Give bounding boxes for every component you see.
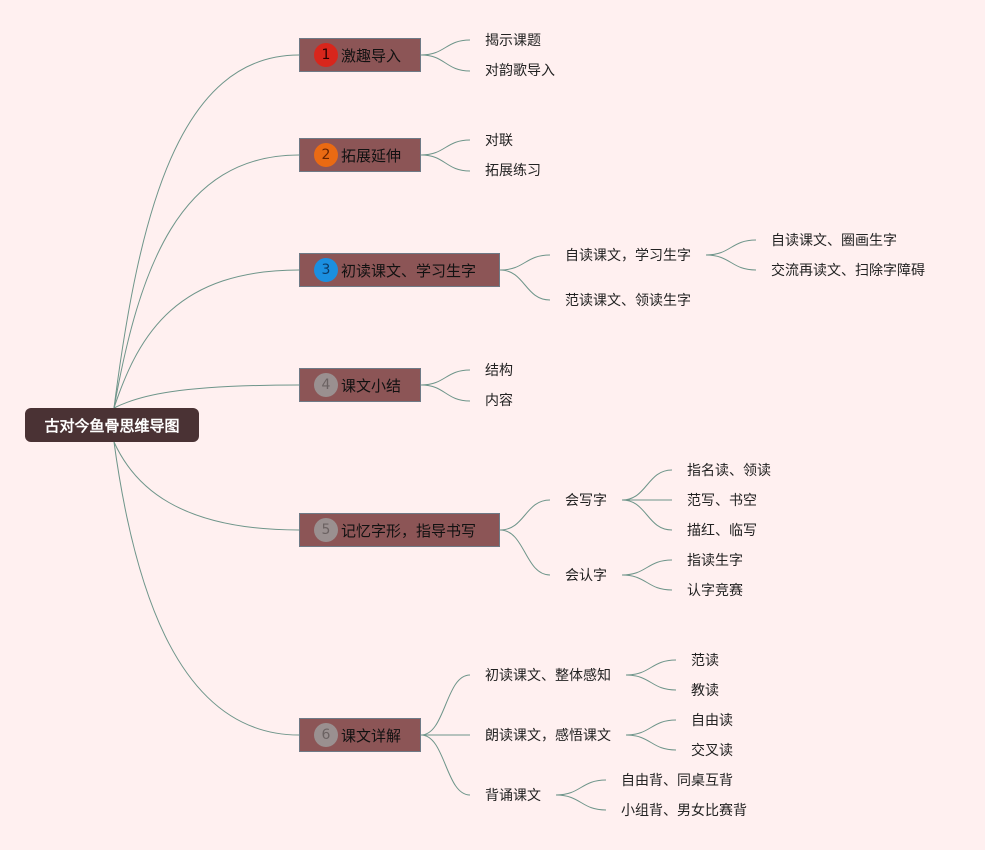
topic-2-child-2[interactable]: 拓展练习 [485, 163, 541, 179]
link-t3-c1-s2 [705, 254, 757, 271]
link-t5-c2-s1 [621, 559, 673, 576]
number-3-icon: 3 [314, 258, 338, 282]
link-t1-c1 [420, 39, 471, 56]
topic-5-child-1-sub-2[interactable]: 范写、书空 [687, 493, 757, 509]
topic-1-child-2[interactable]: 对韵歌导入 [485, 63, 555, 79]
link-root-topic-3 [113, 269, 300, 409]
topic-6-child-3[interactable]: 背诵课文 [485, 788, 541, 804]
link-t6-c2-s2 [625, 734, 677, 751]
link-t4-c2 [420, 384, 471, 402]
topic-6-child-2[interactable]: 朗读课文，感悟课文 [485, 728, 611, 744]
topic-1[interactable]: 1 激趣导入 [299, 38, 421, 72]
topic-5-child-1-sub-1[interactable]: 指名读、领读 [687, 463, 771, 479]
topic-4-child-1[interactable]: 结构 [485, 363, 513, 379]
link-t4-c1 [420, 369, 471, 386]
topic-4-child-2[interactable]: 内容 [485, 393, 513, 409]
topic-5-child-1[interactable]: 会写字 [565, 493, 607, 509]
link-root-topic-5 [113, 441, 300, 531]
link-t6-c3-s2 [555, 794, 607, 811]
central-topic-label: 古对今鱼骨思维导图 [44, 416, 180, 435]
link-t2-c2 [420, 154, 471, 172]
topic-6-child-1-sub-2[interactable]: 教读 [691, 683, 719, 699]
topic-6-child-1[interactable]: 初读课文、整体感知 [485, 668, 611, 684]
topic-6-child-3-sub-1[interactable]: 自由背、同桌互背 [621, 773, 733, 789]
topic-3-child-1-sub-1[interactable]: 自读课文、圈画生字 [771, 233, 897, 249]
link-t5-c1-s1 [621, 469, 673, 501]
central-topic[interactable]: 古对今鱼骨思维导图 [25, 408, 199, 442]
topic-2[interactable]: 2 拓展延伸 [299, 138, 421, 172]
link-t5-c2-s2 [621, 574, 673, 591]
topic-1-label: 激趣导入 [341, 46, 402, 65]
number-4-icon: 4 [314, 373, 338, 397]
link-t5-c1-s3 [621, 499, 673, 531]
number-2-icon: 2 [314, 143, 338, 167]
link-t6-c1-s2 [625, 674, 677, 691]
topic-2-label: 拓展延伸 [341, 146, 402, 165]
number-6-icon: 6 [314, 723, 338, 747]
topic-6-child-2-sub-2[interactable]: 交叉读 [691, 743, 733, 759]
topic-3-child-1[interactable]: 自读课文，学习生字 [565, 248, 691, 264]
link-t5-c1 [499, 499, 551, 531]
topic-4-label: 课文小结 [341, 376, 402, 395]
topic-5-child-2-sub-2[interactable]: 认字竞赛 [687, 583, 743, 599]
link-root-topic-1 [113, 54, 300, 409]
topic-3-child-2[interactable]: 范读课文、领读生字 [565, 293, 691, 309]
topic-4[interactable]: 4 课文小结 [299, 368, 421, 402]
topic-6-child-2-sub-1[interactable]: 自由读 [691, 713, 733, 729]
link-t2-c1 [420, 139, 471, 156]
link-t6-c1-s1 [625, 659, 677, 676]
topic-6-label: 课文详解 [341, 726, 402, 745]
topic-5-child-2[interactable]: 会认字 [565, 568, 607, 584]
link-t5-c2 [499, 529, 551, 576]
link-t3-c1-s1 [705, 239, 757, 256]
number-5-icon: 5 [314, 518, 338, 542]
topic-6[interactable]: 6 课文详解 [299, 718, 421, 752]
topic-5-child-2-sub-1[interactable]: 指读生字 [687, 553, 743, 569]
link-root-topic-6 [113, 441, 300, 736]
link-t3-c1 [499, 254, 551, 271]
link-t6-c2-s1 [625, 719, 677, 736]
topic-1-child-1[interactable]: 揭示课题 [485, 33, 541, 49]
topic-2-child-1[interactable]: 对联 [485, 133, 513, 149]
number-1-icon: 1 [314, 43, 338, 67]
link-root-topic-4 [113, 384, 300, 409]
link-t6-c1 [420, 674, 471, 736]
topic-3-label: 初读课文、学习生字 [341, 261, 477, 280]
topic-6-child-3-sub-2[interactable]: 小组背、男女比赛背 [621, 803, 747, 819]
topic-5-child-1-sub-3[interactable]: 描红、临写 [687, 523, 757, 539]
topic-3-child-1-sub-2[interactable]: 交流再读文、扫除字障碍 [771, 263, 925, 279]
link-root-topic-2 [113, 154, 300, 409]
link-t6-c3-s1 [555, 779, 607, 796]
link-t3-c2 [499, 269, 551, 301]
topic-6-child-1-sub-1[interactable]: 范读 [691, 653, 719, 669]
topic-3[interactable]: 3 初读课文、学习生字 [299, 253, 500, 287]
topic-5-label: 记忆字形，指导书写 [341, 521, 477, 540]
topic-5[interactable]: 5 记忆字形，指导书写 [299, 513, 500, 547]
link-t6-c3 [420, 734, 471, 796]
link-t1-c2 [420, 54, 471, 72]
